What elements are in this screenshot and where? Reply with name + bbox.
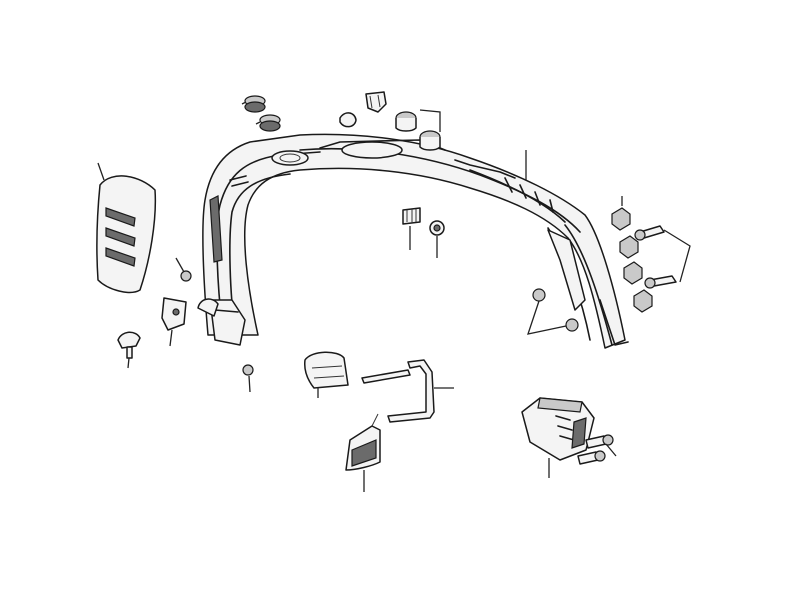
nut-center (429, 220, 445, 258)
roof-frame-arch (197, 133, 629, 349)
mounting-nuts-top-left (241, 95, 281, 132)
small-nuts-right-frame (527, 288, 579, 335)
bolts-right (634, 225, 691, 289)
bracket-left (161, 297, 187, 347)
screws-connector (577, 434, 617, 465)
wire-bracket (361, 359, 454, 423)
nut-left (175, 257, 192, 282)
seal-pad (345, 413, 381, 492)
connector-block (521, 397, 595, 478)
clip-top-center (339, 91, 387, 128)
screw-left (117, 331, 141, 369)
bushings-top-right (395, 109, 441, 151)
nut-lower-center (242, 364, 254, 393)
side-grille-panel (96, 162, 157, 294)
push-pin-center (402, 207, 421, 250)
end-cap (304, 351, 349, 398)
nuts-right-column (611, 196, 653, 313)
